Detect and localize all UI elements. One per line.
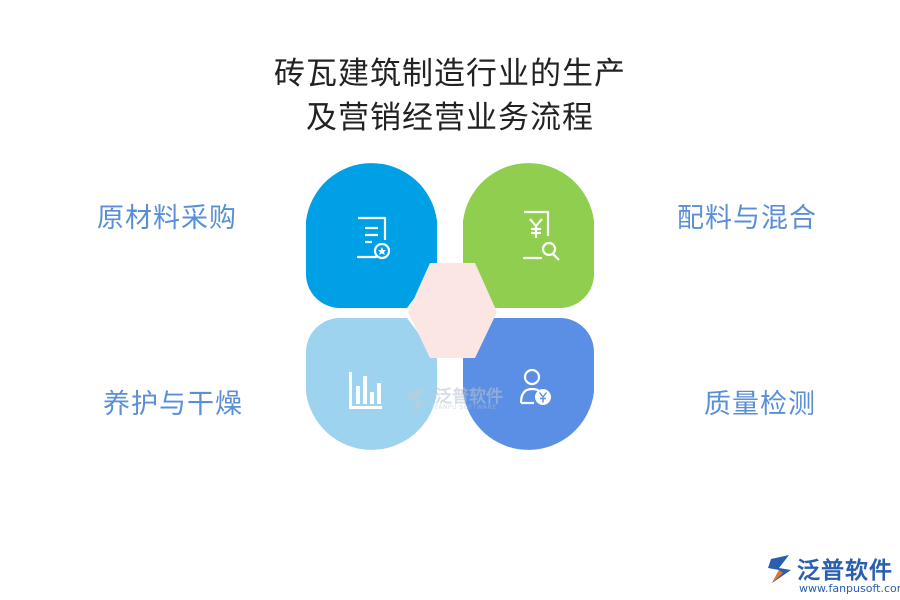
watermark-subtext: FANPU SOFTWARE [435,404,497,411]
brand-url: www.fanpusoft.com [799,582,900,595]
center-hexagon [408,263,497,358]
step-label-mixing: 配料与混合 [677,203,817,234]
watermark-text: 泛普软件 [435,387,503,407]
receipt-search-icon [522,210,560,261]
petal-mixing [463,163,594,308]
fanpu-logo-icon [407,388,427,414]
document-star-icon [356,216,391,260]
brand-name: 泛普软件 [797,558,893,584]
step-label-curing: 养护与干燥 [103,389,243,420]
step-label-procurement: 原材料采购 [97,203,237,234]
brand-logo: 泛普软件 www.fanpusoft.com [765,551,900,597]
title-line-1: 砖瓦建筑制造行业的生产 [274,56,626,92]
step-label-inspection: 质量检测 [704,389,816,420]
diagram-title: 砖瓦建筑制造行业的生产 及营销经营业务流程 [0,52,900,140]
center-watermark: 泛普软件 FANPU SOFTWARE [405,382,515,422]
bar-chart-icon [349,372,382,409]
user-yen-icon [519,368,551,405]
title-line-2: 及营销经营业务流程 [306,100,594,136]
fanpu-brand-icon [768,555,791,583]
petal-curing [306,318,437,450]
